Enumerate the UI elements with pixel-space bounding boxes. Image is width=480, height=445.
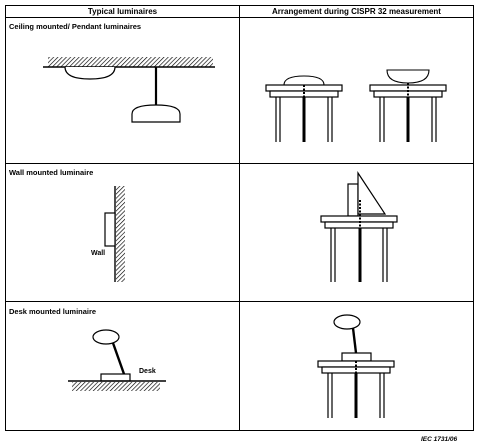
desk-lamp-head-on-table (333, 314, 361, 330)
desk-lamp-arm (111, 342, 126, 375)
figure-credit: IEC 1731/06 (421, 436, 458, 443)
support-triangle (357, 170, 387, 215)
row-label-ceiling-pendant: Ceiling mounted/ Pendant luminaires (9, 22, 142, 31)
wall-label: Wall (91, 250, 106, 257)
ceiling-arrangement-table-1 (265, 75, 343, 142)
desk-label: Desk (139, 368, 156, 375)
ceiling-luminaire (64, 66, 116, 80)
desk-lamp-arm-on-table (351, 327, 358, 354)
column-divider (239, 5, 240, 431)
wall-mounted-drawing (104, 186, 125, 282)
luminaire-on-table-1 (283, 75, 325, 86)
wall-luminaire-on-table (347, 183, 359, 217)
ceiling-mounted-drawing (43, 57, 215, 123)
ceiling-arrangement-table-2 (369, 69, 447, 142)
pendant-luminaire (131, 104, 181, 123)
desk-mounted-drawing (68, 329, 166, 391)
ceiling-hatch (48, 57, 213, 67)
desk-lamp-base-on-table (341, 352, 372, 362)
luminaire-on-table-2 (386, 69, 430, 84)
row-label-wall-mounted: Wall mounted luminaire (9, 168, 94, 177)
desk-hatch (72, 382, 160, 391)
header-typical-luminaires: Typical luminaires (87, 7, 158, 16)
wall-luminaire (104, 212, 116, 247)
row-label-desk-mounted: Desk mounted luminaire (9, 307, 97, 316)
table-left-border (5, 5, 6, 431)
wall-hatch (116, 186, 125, 282)
header-cispr-arrangement: Arrangement during CISPR 32 measurement (272, 7, 441, 16)
desk-lamp-head (92, 329, 120, 345)
table-right-border (473, 5, 474, 431)
desk-lamp-base (100, 373, 131, 382)
wall-arrangement-drawing (320, 170, 398, 282)
desk-arrangement-drawing (317, 314, 395, 418)
